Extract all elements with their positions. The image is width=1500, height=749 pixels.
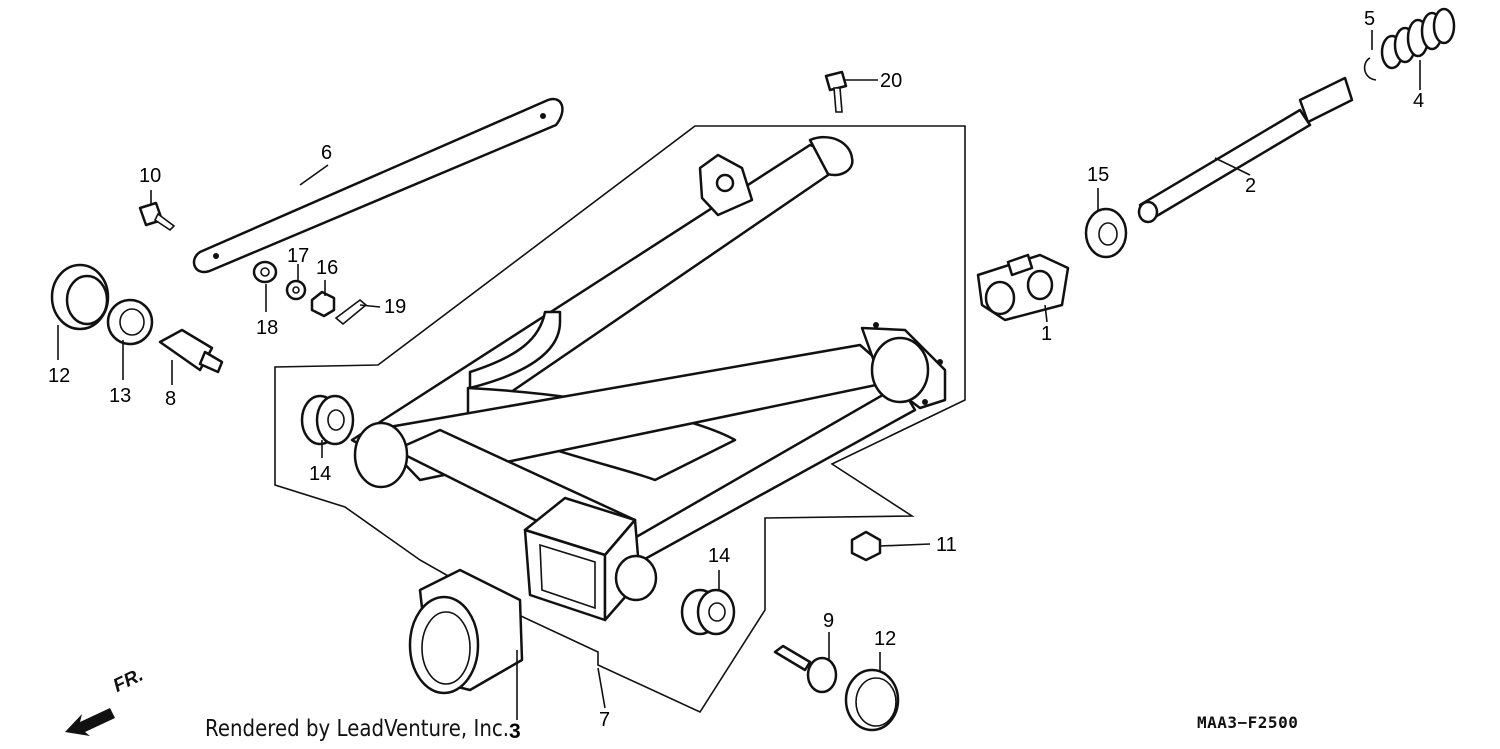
callout-19: 19	[384, 296, 407, 318]
torque-link	[192, 97, 564, 274]
callout-14-upper: 14	[309, 463, 332, 485]
callout-13: 13	[109, 385, 132, 407]
callout-11: 11	[936, 534, 957, 556]
callout-12-left: 12	[48, 365, 71, 387]
pivot-bolt-9	[773, 644, 838, 694]
bolt-10	[138, 201, 176, 232]
washer-18	[252, 260, 278, 284]
lock-nut-13	[106, 298, 154, 346]
credit-text: Rendered by LeadVenture, Inc.	[205, 716, 510, 742]
bearing-14-lower	[680, 588, 736, 636]
callout-16: 16	[316, 257, 339, 279]
callout-18: 18	[256, 317, 279, 339]
callout-9: 9	[823, 610, 835, 632]
callout-8: 8	[165, 388, 177, 410]
callout-4: 4	[1413, 90, 1425, 112]
nut-16	[310, 290, 336, 318]
drive-shaft-2	[1137, 76, 1354, 224]
callout-7: 7	[599, 709, 611, 731]
callout-20: 20	[880, 70, 903, 92]
cotter-pin-19	[334, 298, 368, 326]
bearing-14-upper	[300, 394, 355, 446]
circlip-5	[1363, 57, 1377, 81]
leader-lines	[57, 30, 1421, 720]
dust-boot-3	[408, 568, 524, 695]
callout-12-right: 12	[874, 628, 897, 650]
cap-12-right	[844, 668, 900, 732]
bearing-15	[1084, 207, 1128, 259]
callout-14-lower: 14	[708, 545, 731, 567]
pivot-bolt-8	[158, 328, 224, 374]
callout-2: 2	[1245, 175, 1257, 197]
callout-1: 1	[1041, 323, 1053, 345]
universal-joint-1	[976, 253, 1070, 322]
washer-17	[285, 279, 307, 301]
bolt-20	[824, 70, 848, 113]
assembly-outline	[274, 125, 966, 714]
dust-seal-12-left	[50, 263, 110, 331]
nut-11	[850, 530, 882, 562]
spring-4	[1380, 7, 1456, 70]
callout-3: 3	[509, 720, 521, 743]
callout-15: 15	[1087, 164, 1110, 186]
callout-17: 17	[287, 245, 310, 267]
diagram-code: MAA3−F2500	[1197, 713, 1299, 732]
callout-6: 6	[321, 142, 333, 164]
swingarm	[350, 135, 947, 622]
front-direction-arrow	[65, 708, 115, 736]
callout-10: 10	[139, 165, 162, 187]
callout-5: 5	[1364, 8, 1376, 30]
